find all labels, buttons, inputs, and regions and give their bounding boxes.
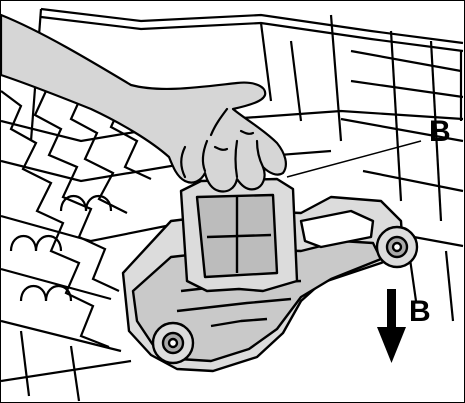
callout-leader-line bbox=[286, 140, 422, 178]
basket-adjuster-mechanism bbox=[121, 177, 419, 373]
basket-rack bbox=[1, 7, 464, 402]
callout-label-top: B bbox=[429, 115, 451, 148]
hand-illustration bbox=[1, 13, 287, 193]
callout-label-arrow: B bbox=[409, 295, 431, 328]
arrow-down-icon bbox=[377, 289, 406, 363]
